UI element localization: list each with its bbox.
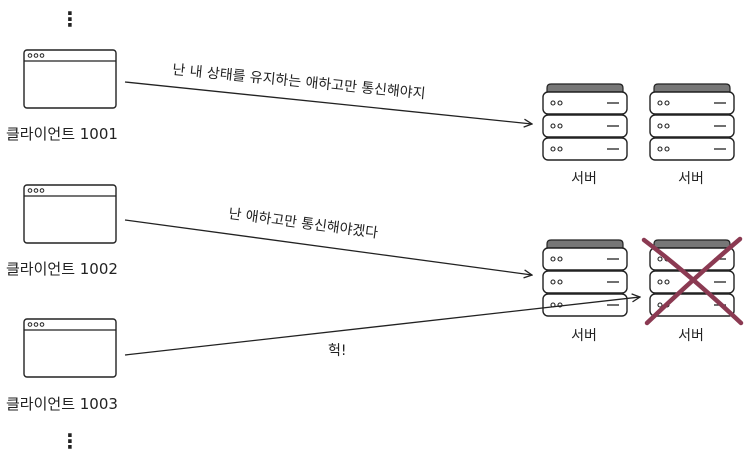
browser-window-icon — [23, 318, 117, 378]
server-rack-icon — [543, 240, 627, 316]
server-4-failed: 서버 — [641, 236, 744, 344]
server-2: 서버 — [650, 84, 734, 187]
message-client1: 난 내 상태를 유지하는 애하고만 통신해야지 — [172, 62, 426, 102]
server-label: 서버 — [678, 171, 704, 187]
client-label-1001: 클라이언트 1001 — [6, 125, 118, 143]
server-rack-icon — [543, 84, 627, 160]
client-label-1003: 클라이언트 1003 — [6, 395, 118, 413]
arrow-client2-to-server3 — [124, 219, 532, 275]
server-rack-icon — [650, 84, 734, 160]
client-1002: 클라이언트 1002 — [6, 184, 118, 278]
cross-mark-icon — [641, 236, 744, 326]
client-label-1002: 클라이언트 1002 — [6, 260, 118, 278]
server-3: 서버 — [543, 240, 627, 344]
arrow-client1-to-server1 — [124, 81, 532, 124]
server-label: 서버 — [678, 328, 704, 344]
browser-window-icon — [23, 49, 117, 109]
server-1: 서버 — [543, 84, 627, 187]
arrow-client3-to-failed-server — [124, 297, 640, 356]
ellipsis-top: ⋮ — [60, 7, 80, 31]
browser-window-icon — [23, 184, 117, 244]
ellipsis-bottom: ⋮ — [60, 429, 80, 453]
server-label: 서버 — [571, 171, 597, 187]
server-label: 서버 — [571, 328, 597, 344]
client-1001: 클라이언트 1001 — [6, 49, 118, 143]
client-1003: 클라이언트 1003 — [6, 318, 118, 413]
message-client3: 헉! — [328, 343, 347, 359]
